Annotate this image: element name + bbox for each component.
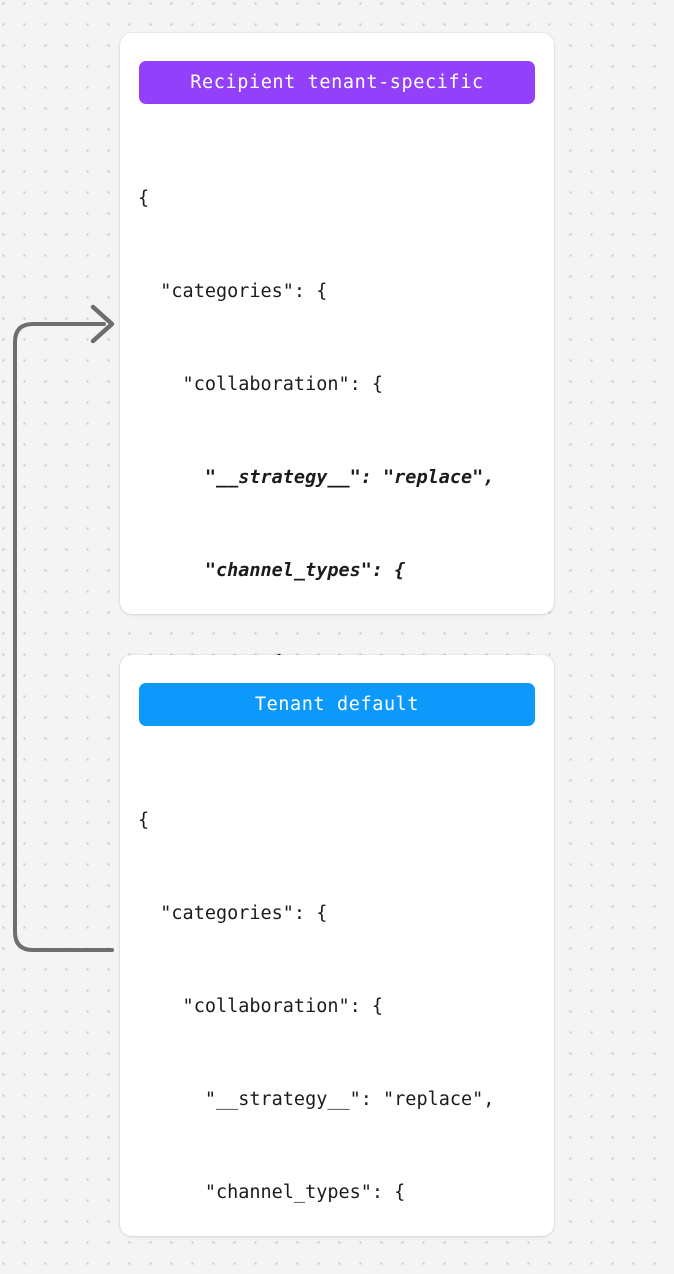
badge-tenant-default: Tenant default	[139, 683, 535, 726]
code-line: {	[138, 188, 150, 209]
code-line: "channel_types": {	[138, 560, 406, 581]
badge-recipient-tenant-specific: Recipient tenant-specific	[139, 61, 535, 104]
code-line: "collaboration": {	[138, 374, 384, 395]
card-tenant-default: Tenant default { "categories": { "collab…	[120, 655, 554, 1236]
card-recipient-tenant-specific: Recipient tenant-specific { "categories"…	[120, 33, 554, 1232]
code-line: "categories": {	[138, 903, 328, 924]
code-line: "__strategy__": "replace",	[138, 467, 495, 488]
code-line: "email": false	[138, 1270, 544, 1274]
code-line: {	[138, 810, 150, 831]
tenant-default-to-recipient-arrow	[13, 322, 114, 952]
arrowhead-icon	[90, 304, 115, 344]
code-block-tenant-default: { "categories": { "collaboration": { "__…	[138, 743, 544, 1274]
code-line: "categories": {	[138, 281, 328, 302]
code-line: "channel_types": {	[138, 1182, 406, 1203]
code-line: "collaboration": {	[138, 996, 384, 1017]
code-line: "__strategy__": "replace",	[138, 1089, 495, 1110]
